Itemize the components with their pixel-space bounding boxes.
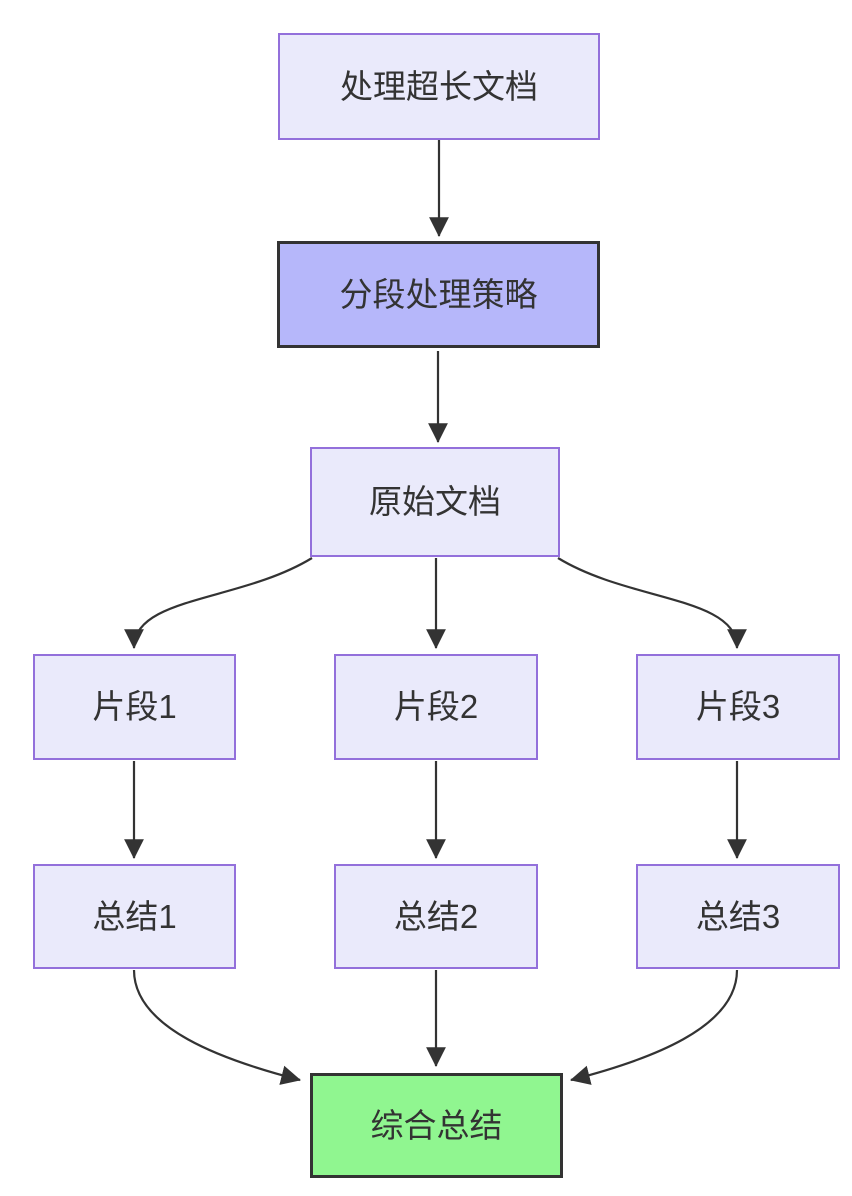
node-label: 总结3 bbox=[695, 897, 781, 935]
node-label: 片段1 bbox=[92, 688, 177, 726]
edge-doc-seg1 bbox=[124, 557, 313, 649]
node-label: 处理超长文档 bbox=[340, 67, 538, 105]
node-segment-3: 片段3 bbox=[636, 654, 840, 760]
node-combined-summary: 综合总结 bbox=[310, 1073, 563, 1178]
node-label: 综合总结 bbox=[370, 1106, 503, 1144]
node-segment-strategy: 分段处理策略 bbox=[277, 241, 600, 348]
node-label: 原始文档 bbox=[369, 483, 501, 521]
node-summary-3: 总结3 bbox=[636, 864, 840, 969]
node-segment-2: 片段2 bbox=[334, 654, 538, 760]
node-segment-1: 片段1 bbox=[33, 654, 236, 760]
node-original-doc: 原始文档 bbox=[310, 447, 560, 557]
node-process-long-doc: 处理超长文档 bbox=[278, 33, 600, 140]
node-label: 总结1 bbox=[92, 897, 177, 935]
edge-sum3-final bbox=[570, 969, 739, 1085]
node-label: 分段处理策略 bbox=[339, 275, 538, 313]
edge-sum1-final bbox=[132, 969, 301, 1085]
node-summary-1: 总结1 bbox=[33, 864, 236, 969]
node-label: 片段3 bbox=[695, 688, 781, 726]
node-label: 片段2 bbox=[393, 688, 479, 726]
edge-doc-seg3 bbox=[557, 557, 747, 649]
node-summary-2: 总结2 bbox=[334, 864, 538, 969]
node-label: 总结2 bbox=[393, 897, 479, 935]
